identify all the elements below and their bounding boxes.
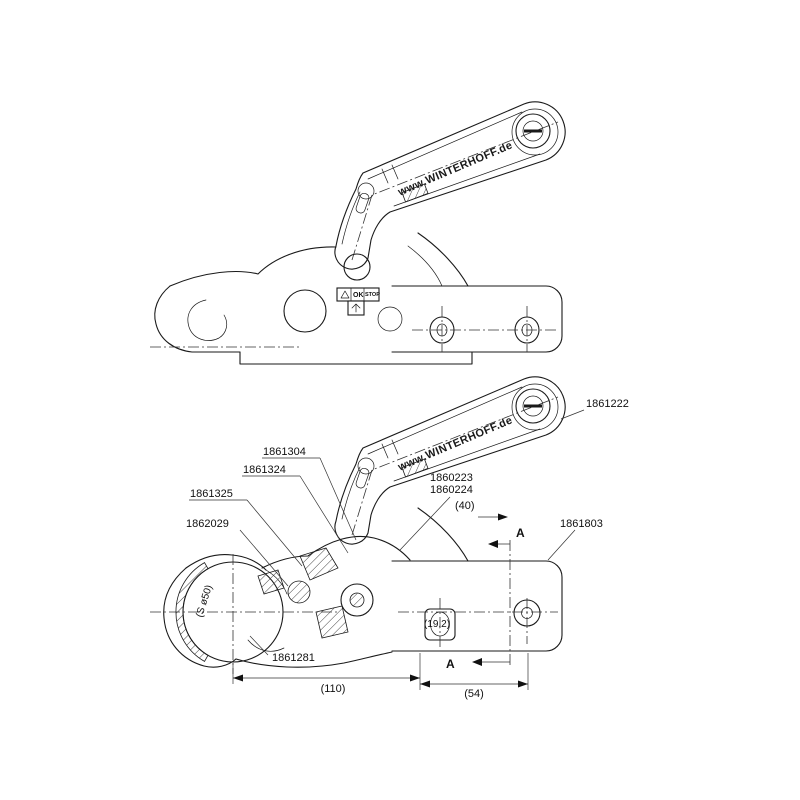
pivot-bolt-section xyxy=(340,583,374,617)
callout-1860223: 1860223 xyxy=(430,472,473,484)
clamp-piece-hatch-3 xyxy=(257,569,285,595)
dimension-110-arrow-left xyxy=(233,674,243,682)
hook-outer xyxy=(154,285,241,353)
dimension-110-label: (110) xyxy=(321,683,346,695)
top-view: www.WINTERHOFF.de OK STOP xyxy=(150,100,567,365)
body-right-side xyxy=(417,232,469,287)
ok-stop-sticker: OK STOP xyxy=(336,287,380,316)
mounting-plate-bottom xyxy=(391,560,563,652)
dimension-40-arrow xyxy=(498,513,508,521)
sticker-stop-text: STOP xyxy=(365,292,380,298)
leader-1861324 xyxy=(299,475,349,554)
ball-diameter-label: (S ø50) xyxy=(194,584,215,619)
mounting-plate-top xyxy=(391,285,563,353)
leader-1861304 xyxy=(319,457,357,541)
section-view: www.WINTERHOFF.de xyxy=(150,375,629,700)
bottom-flange-line xyxy=(235,651,393,668)
callout-1862029: 1862029 xyxy=(186,518,229,530)
sticker-ok-text: OK xyxy=(353,292,364,299)
wear-indicator-hook xyxy=(247,639,285,652)
dimension-110: (110) xyxy=(232,653,421,695)
clamp-piece-hatch-1 xyxy=(299,547,339,581)
body-top-contour xyxy=(169,246,337,287)
pivot-bolt-core xyxy=(349,592,365,608)
section-arrowhead-top xyxy=(488,540,498,548)
warning-triangle-icon xyxy=(340,290,350,299)
leader-1861281 xyxy=(249,635,269,656)
release-button-circle xyxy=(283,289,327,333)
leader-1860223-1860224 xyxy=(399,496,451,551)
callouts: 1861222 1861304 1861324 1860223 1860224 … xyxy=(186,398,629,664)
pivot-pin-circle xyxy=(343,253,371,281)
callout-1861281: 1861281 xyxy=(272,652,315,664)
up-arrow-icon xyxy=(351,303,361,313)
body-right-inner xyxy=(407,245,443,287)
body-right-side-bottom xyxy=(417,507,469,562)
callout-1861803: 1861803 xyxy=(560,518,603,530)
socket-wall-hatch xyxy=(175,562,209,662)
dimension-54-arrow-right xyxy=(518,680,528,688)
mechanism-top-contour xyxy=(261,535,411,569)
dimension-40: (40) xyxy=(455,500,508,521)
mouth-upper-jaw xyxy=(185,554,267,571)
leader-1861222 xyxy=(560,409,585,420)
callout-1861325: 1861325 xyxy=(190,488,233,500)
handle-assembly-bottom xyxy=(333,375,567,546)
section-cut-marker: A A xyxy=(446,526,525,671)
dimension-40-label: (40) xyxy=(455,500,475,512)
bolt-circle xyxy=(377,306,403,332)
leader-1862029 xyxy=(239,529,289,587)
callout-1860224: 1860224 xyxy=(430,484,473,496)
section-marker-a-bottom: A xyxy=(446,657,455,671)
spring-pin-hatch xyxy=(287,580,311,604)
dimension-110-arrow-right xyxy=(410,674,420,682)
dimension-54: (54) xyxy=(420,653,529,700)
callout-1861304: 1861304 xyxy=(263,446,306,458)
dimension-54-label: (54) xyxy=(464,688,484,700)
leader-1861803 xyxy=(547,529,576,561)
handle-assembly-top xyxy=(333,100,567,271)
dimension-19-2-label: (19,2) xyxy=(424,619,450,630)
hook-curl xyxy=(187,299,228,341)
mouth-outer xyxy=(163,567,237,668)
dimension-54-arrow-left xyxy=(420,680,430,688)
section-arrowhead-bottom xyxy=(472,658,482,666)
callout-1861222: 1861222 xyxy=(586,398,629,410)
body-base-strip xyxy=(239,351,473,365)
leader-1861325 xyxy=(246,499,303,567)
callout-1861324: 1861324 xyxy=(243,464,286,476)
clamp-piece-hatch-2 xyxy=(315,605,349,639)
section-marker-a-top: A xyxy=(516,526,525,540)
